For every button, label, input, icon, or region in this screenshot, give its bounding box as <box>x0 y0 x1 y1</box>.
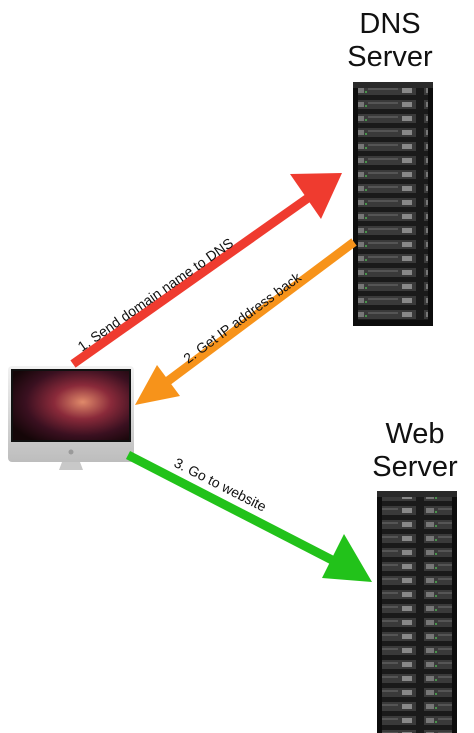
web-title-line2: Server <box>372 451 458 483</box>
arrow2-shaft <box>165 238 357 385</box>
imac-computer-icon <box>8 366 134 470</box>
web-server-rack-icon <box>377 491 457 733</box>
web-rack-units <box>382 497 452 733</box>
imac-screen <box>13 371 129 440</box>
web-server-title: Web Server <box>355 418 474 484</box>
web-rack-top <box>377 491 457 497</box>
arrow1-shaft <box>70 194 311 368</box>
arrow1-head <box>290 173 342 219</box>
dns-server-title: DNS Server <box>330 8 450 74</box>
step2-label: 2. Get IP address back <box>180 268 305 366</box>
apple-logo-icon <box>68 449 74 455</box>
dns-rack-top <box>353 82 433 88</box>
imac-stand <box>59 462 83 470</box>
dns-rack-units <box>358 88 428 320</box>
web-title-line1: Web <box>385 418 445 450</box>
arrow-send-domain <box>70 173 342 368</box>
arrow-get-ip <box>135 238 357 405</box>
arrow3-head <box>322 534 372 582</box>
arrow-go-to-website <box>125 450 372 582</box>
dns-server-rack-icon <box>353 82 433 326</box>
dns-title-line1: DNS <box>359 8 421 40</box>
dns-title-line2: Server <box>347 41 433 73</box>
arrow3-shaft <box>125 450 335 565</box>
arrow2-head <box>135 365 180 405</box>
